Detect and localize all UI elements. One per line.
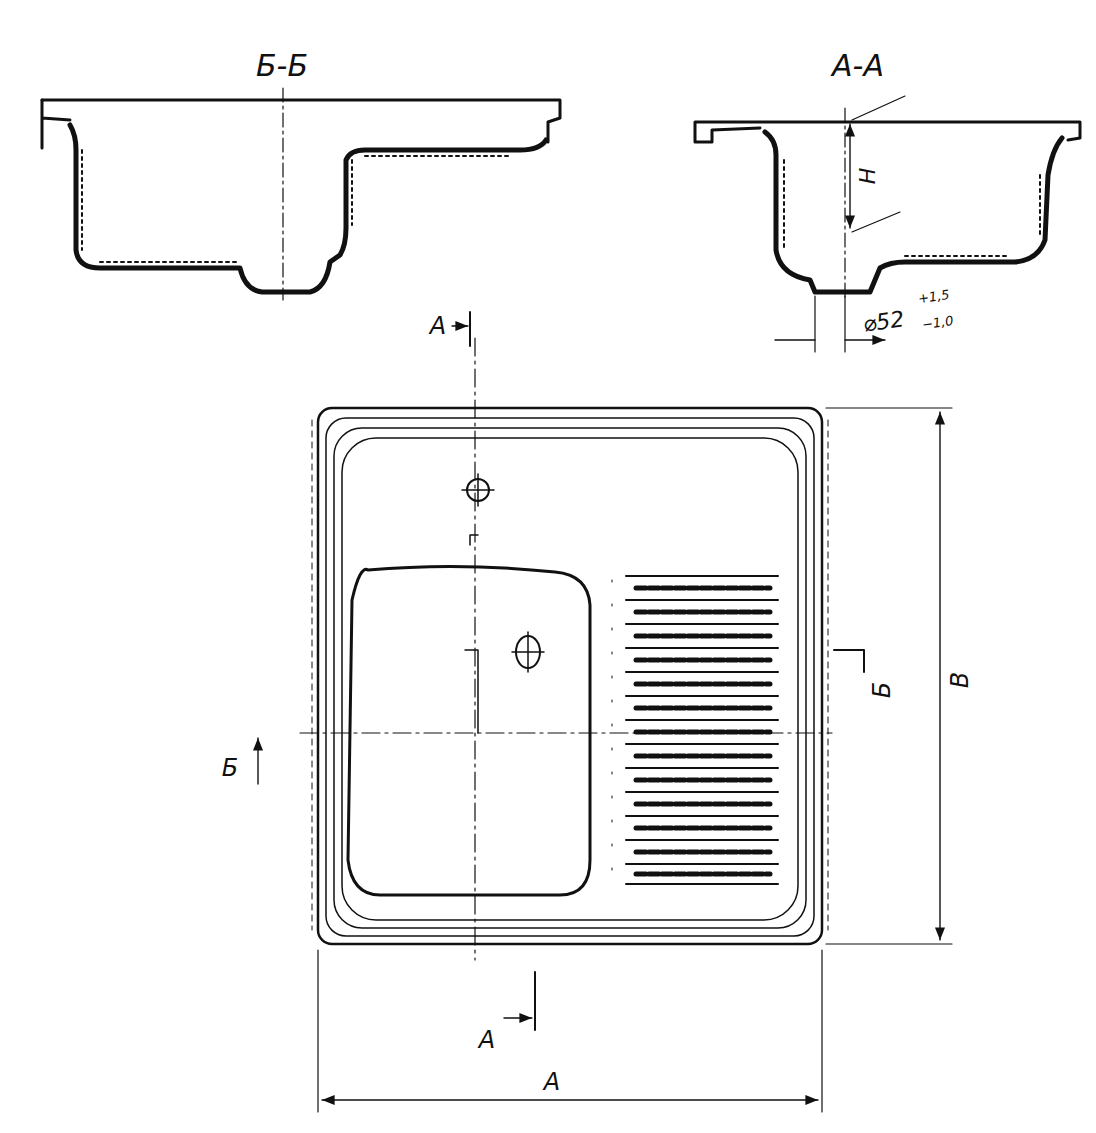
tolerance-upper: +1,5: [916, 287, 951, 305]
section-marker: Б: [221, 756, 239, 780]
section-marker: Б: [870, 681, 894, 699]
section-marker: А: [429, 314, 447, 338]
diameter-dimension: ⌀52: [861, 308, 907, 336]
depth-dimension: Н: [857, 167, 879, 186]
width-dimension: А: [543, 1070, 561, 1094]
section-marker: А: [478, 1028, 496, 1052]
section-title: Б-Б: [255, 51, 309, 81]
section-title: А-А: [831, 51, 885, 81]
height-dimension: В: [948, 671, 972, 689]
tolerance-lower: −1,0: [920, 313, 955, 331]
